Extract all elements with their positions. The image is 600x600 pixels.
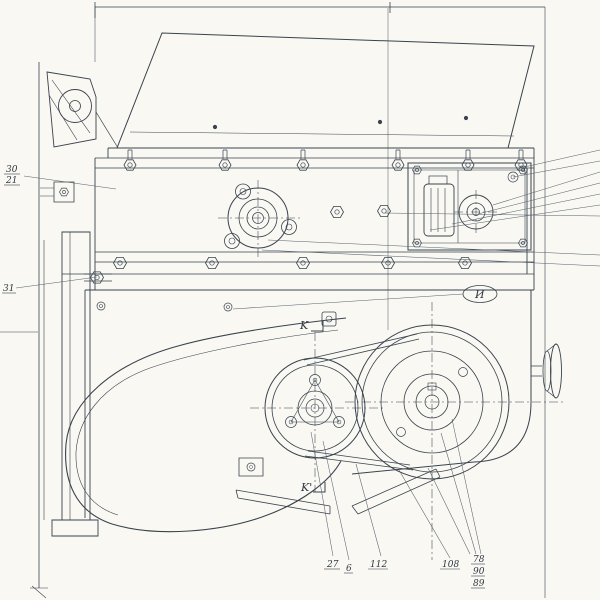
leader-lines <box>15 149 600 561</box>
gearbox <box>407 162 532 251</box>
guard-bracket <box>238 457 264 477</box>
guard-mount-tab <box>321 311 337 327</box>
output-shaft <box>454 190 500 234</box>
lower-supports <box>235 468 441 515</box>
callout-30: 30 <box>6 165 18 175</box>
handwheel <box>531 343 562 399</box>
view-letter-i: И <box>474 288 485 301</box>
left-stand <box>38 62 99 588</box>
callout-89: 89 <box>473 579 485 589</box>
lower-side-plate <box>84 290 532 518</box>
flange-bearing <box>218 180 300 258</box>
top-left-bracket <box>46 71 119 149</box>
sheet-border-lines <box>0 2 546 599</box>
section-letter-k: K <box>299 319 309 332</box>
motor-block <box>423 175 455 237</box>
left-stud-bolt <box>84 271 112 311</box>
small-pulley <box>250 332 385 492</box>
callout-90: 90 <box>473 567 485 577</box>
large-pulley <box>345 302 565 560</box>
callout-6: 6 <box>346 564 352 574</box>
main-housing <box>62 147 535 312</box>
callout-27: 27 <box>326 560 339 570</box>
callout-21: 21 <box>5 176 17 186</box>
callout-112: 112 <box>370 560 387 570</box>
left-small-bracket <box>40 181 75 203</box>
callout-78: 78 <box>473 555 485 565</box>
callout-108: 108 <box>442 560 459 570</box>
hopper <box>116 32 535 149</box>
section-letter-k-prime: K' <box>300 481 312 494</box>
section-marks <box>311 321 326 493</box>
drive-belt <box>303 333 420 471</box>
callout-labels: 30 21 31 И K K' 27 6 112 108 78 90 89 <box>2 165 485 589</box>
belt-guard <box>65 311 347 533</box>
callout-31: 31 <box>3 284 14 294</box>
